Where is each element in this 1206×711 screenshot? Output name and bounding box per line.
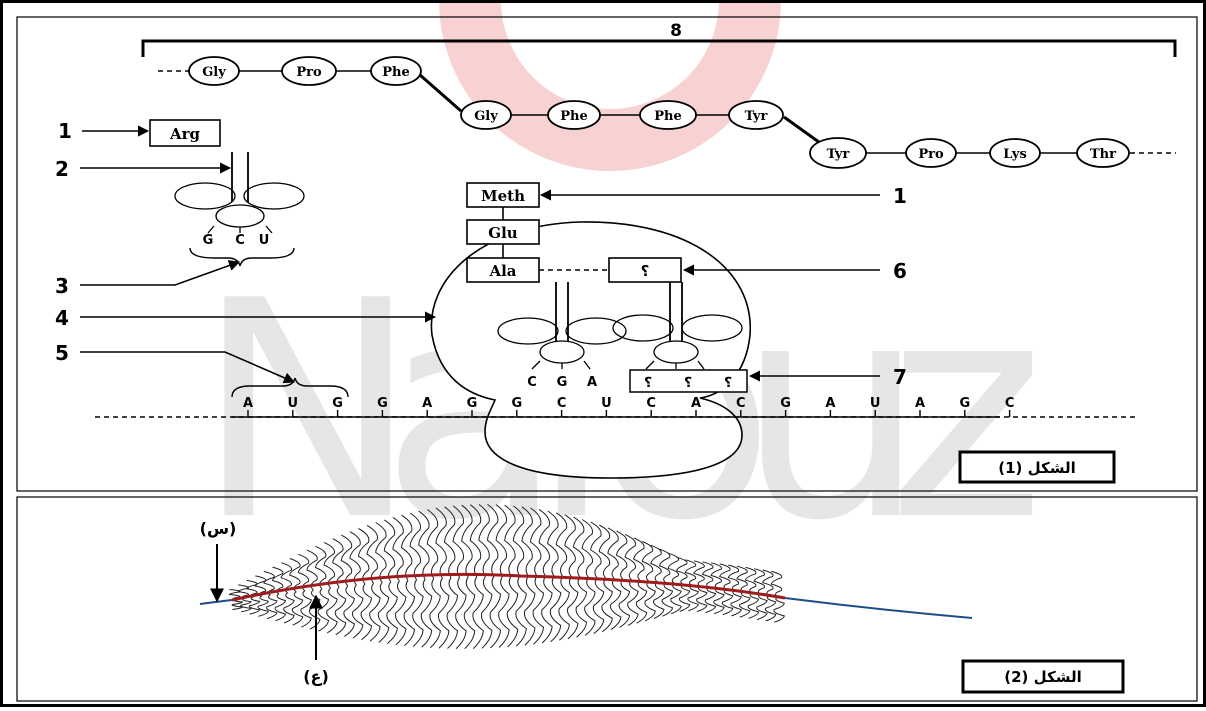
mrna-transcript — [705, 587, 715, 612]
label-1-right: 1 — [893, 184, 907, 208]
mrna-base: G — [377, 396, 388, 411]
mrna-base: G — [780, 396, 791, 411]
mrna-transcript — [275, 594, 285, 621]
label-sin: (س) — [200, 519, 237, 538]
svg-text:Pro: Pro — [296, 65, 322, 80]
svg-text:C: C — [527, 375, 537, 390]
svg-text:Meth: Meth — [481, 187, 525, 205]
mrna-transcript — [266, 595, 276, 619]
svg-text:Tyr: Tyr — [745, 109, 768, 124]
caption-figure-1: الشكل (1) — [960, 452, 1114, 482]
svg-text:؟: ؟ — [641, 262, 650, 280]
svg-text:Thr: Thr — [1090, 147, 1116, 162]
svg-text:A: A — [587, 375, 597, 390]
svg-text:G: G — [203, 233, 214, 248]
svg-text:Phe: Phe — [560, 109, 588, 124]
label-8: 8 — [670, 21, 682, 41]
svg-text:C: C — [235, 233, 245, 248]
svg-text:الشكل (1): الشكل (1) — [998, 459, 1076, 477]
mrna-base: C — [557, 396, 567, 411]
mrna-transcript — [765, 596, 775, 621]
svg-text:Lys: Lys — [1003, 147, 1027, 162]
label-ain: (ع) — [303, 667, 329, 686]
label-5: 5 — [55, 341, 69, 365]
polypeptide-bracket: 8 — [143, 21, 1175, 57]
mrna-base: C — [1005, 396, 1015, 411]
mrna-base: G — [467, 396, 478, 411]
mrna-transcript — [696, 586, 706, 611]
mrna-base: C — [736, 396, 746, 411]
mrna-transcript — [748, 593, 758, 618]
mrna-transcript — [714, 588, 724, 614]
mrna-base: U — [601, 396, 612, 411]
mrna-base: U — [870, 396, 881, 411]
mrna-base: A — [243, 396, 253, 411]
mrna-base: U — [288, 396, 299, 411]
caption-figure-2: الشكل (2) — [963, 661, 1123, 692]
mrna-transcript — [241, 598, 251, 611]
label-3: 3 — [55, 274, 69, 298]
mrna-transcript — [688, 585, 698, 611]
mrna-transcript — [757, 594, 767, 620]
mrna-transcript — [249, 597, 259, 614]
svg-text:Tyr: Tyr — [827, 147, 850, 162]
mrna-base: A — [691, 396, 701, 411]
mrna-base: C — [646, 396, 656, 411]
svg-text:Pro: Pro — [918, 147, 944, 162]
mrna-transcript — [318, 589, 328, 631]
mrna-transcript — [722, 589, 732, 614]
label-6: 6 — [893, 259, 907, 283]
svg-text:؟: ؟ — [644, 375, 652, 391]
dna-strand-right — [785, 598, 972, 618]
mrna-transcript — [258, 596, 268, 616]
svg-text:Gly: Gly — [474, 109, 498, 124]
mrna-base: A — [825, 396, 835, 411]
label-7: 7 — [893, 365, 907, 389]
mrna-base: G — [332, 396, 343, 411]
svg-text:Phe: Phe — [382, 65, 410, 80]
svg-text:U: U — [259, 233, 270, 248]
svg-text:G: G — [557, 375, 568, 390]
mrna-transcript — [739, 592, 749, 618]
mrna-base: A — [422, 396, 432, 411]
svg-text:Arg: Arg — [169, 125, 201, 143]
mrna-transcript — [731, 591, 741, 616]
svg-text:Gly: Gly — [202, 65, 226, 80]
label-2: 2 — [55, 157, 69, 181]
svg-text:؟: ؟ — [684, 375, 692, 391]
mrna-base: A — [915, 396, 925, 411]
svg-text:؟: ؟ — [724, 375, 732, 391]
mrna-transcript — [774, 597, 784, 622]
svg-text:Glu: Glu — [488, 224, 518, 242]
mrna-transcript — [284, 593, 294, 623]
mrna-base: G — [959, 396, 970, 411]
mrna-base: G — [511, 396, 522, 411]
watermark-logo-arc — [470, 0, 750, 140]
svg-text:الشكل (2): الشكل (2) — [1004, 668, 1082, 686]
svg-text:Phe: Phe — [654, 109, 682, 124]
label-1-left: 1 — [58, 119, 72, 143]
label-4: 4 — [55, 306, 69, 330]
svg-text:Ala: Ala — [488, 262, 516, 280]
